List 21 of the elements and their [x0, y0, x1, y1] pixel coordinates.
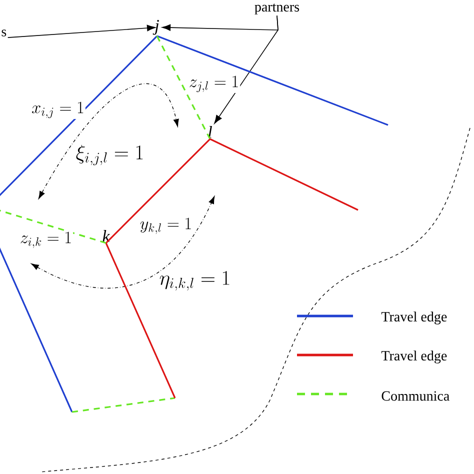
connector-line	[105, 242, 176, 398]
connector-line	[105, 138, 211, 244]
connector-line	[0, 35, 158, 198]
connector-line	[0, 209, 106, 244]
formula-label: $\eta_{i,k,l} = 1$	[160, 271, 230, 291]
edge-label: $y_{k,l} = 1$	[138, 216, 194, 236]
formula-label: $\xi_{i,j,l} = 1$	[76, 144, 143, 166]
legend-text: Travel edge	[381, 350, 447, 364]
vertex-label: j	[152, 20, 159, 35]
connector-line	[156, 35, 388, 126]
legend-text: Communica	[382, 391, 450, 401]
edge-label: $z_{i,k} = 1$	[18, 230, 74, 250]
side-text: s	[2, 30, 6, 36]
annotation-text: partners	[254, 4, 300, 14]
connector-line	[156, 36, 211, 140]
edge-label: $z_{j,l} = 1$	[188, 74, 240, 94]
arrow	[7, 24, 156, 38]
arrow	[214, 15, 278, 124]
connector-line	[210, 138, 358, 211]
legend-text: Travel edge	[381, 312, 447, 324]
edge-label: $x_{i,j} = 1$	[30, 100, 86, 120]
